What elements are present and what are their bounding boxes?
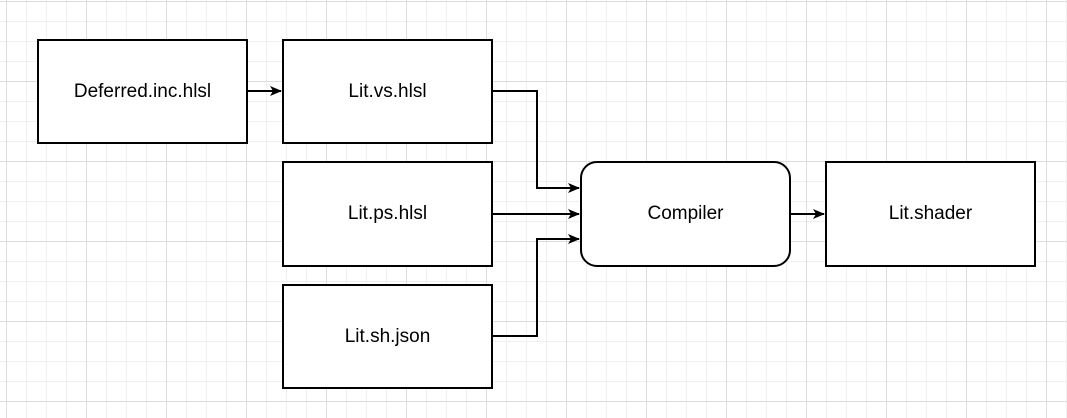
node-compiler-label: Compiler (647, 203, 724, 224)
node-lit-shader-label: Lit.shader (888, 203, 973, 224)
edge-vs-to-compiler (493, 90, 580, 193)
node-lit-ps-hlsl-label: Lit.ps.hlsl (347, 203, 428, 224)
node-deferred-inc-hlsl-label: Deferred.inc.hlsl (73, 80, 212, 102)
node-lit-vs-hlsl-label: Lit.vs.hlsl (348, 80, 427, 102)
node-lit-sh-json[interactable]: Lit.sh.json (282, 284, 493, 389)
node-lit-ps-hlsl[interactable]: Lit.ps.hlsl (282, 161, 493, 267)
node-lit-shader[interactable]: Lit.shader (825, 161, 1036, 267)
node-compiler[interactable]: Compiler (580, 161, 791, 267)
node-lit-sh-json-label: Lit.sh.json (344, 325, 431, 347)
node-deferred-inc-hlsl[interactable]: Deferred.inc.hlsl (37, 39, 248, 144)
node-lit-vs-hlsl[interactable]: Lit.vs.hlsl (282, 39, 493, 144)
edge-sh-to-compiler (493, 234, 580, 337)
